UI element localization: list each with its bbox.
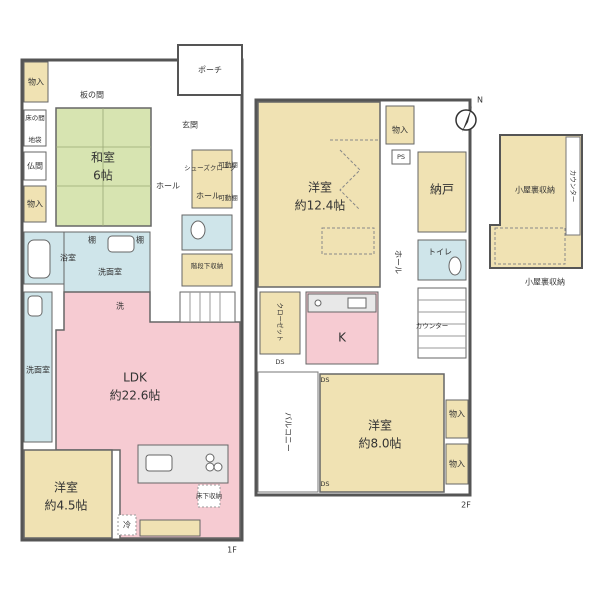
sink-2-icon (27, 295, 43, 317)
closet-2f (259, 291, 301, 355)
compass-north-label: N (477, 96, 483, 105)
western-room-4-5 (23, 449, 113, 539)
kitchen-sink-icon (145, 454, 173, 472)
label-jibukuro: 地袋 (29, 135, 43, 144)
label-western1-size: 約12.4帖 (295, 198, 346, 213)
ps-box (391, 149, 411, 165)
washitsu-room (55, 107, 152, 227)
label-balcony: バルコニー (284, 412, 293, 452)
floor2-plan: 洋室 約12.4帖 物入 PS 納戸 トイレ ホール クローゼット DS K カ… (254, 98, 472, 510)
label-ds-3: DS (320, 480, 329, 488)
attic-counter (565, 136, 581, 236)
floor1-label: 1F (227, 546, 237, 555)
label-itanoma: 板の間 (80, 90, 104, 100)
label-storage-2f-2: 物入 (449, 409, 465, 419)
label-floor-storage: 床下収納 (196, 491, 222, 500)
label-toilet-2f: トイレ (428, 248, 452, 257)
label-western-name: 洋室 (54, 480, 78, 495)
label-storage-2f-3: 物入 (449, 459, 465, 469)
label-storage-top-1f: 物入 (28, 77, 44, 87)
storage-top-2f (385, 105, 415, 145)
stairs-2f (417, 287, 467, 359)
label-kitchen-2f: K (338, 331, 347, 345)
butsuma-area (23, 151, 47, 181)
label-washitsu-name: 和室 (91, 150, 115, 165)
label-hall-2f: ホール (394, 250, 403, 274)
label-toko: 床の間 (25, 113, 45, 122)
label-washroom-1: 洗面室 (98, 267, 122, 277)
stairs-1f (179, 291, 236, 323)
compass-icon (455, 109, 477, 131)
balcony (257, 371, 319, 493)
cupboard (139, 519, 201, 537)
stair-storage (181, 253, 233, 287)
label-rei: 冷 (123, 520, 131, 530)
attic-storage (489, 134, 583, 269)
attic-caption: 小屋裏収納 (525, 277, 565, 287)
label-washitsu-size: 6帖 (93, 168, 113, 183)
porch-area (177, 44, 243, 96)
label-ldk-name: LDK (123, 371, 148, 385)
label-bath: 浴室 (60, 253, 76, 263)
toilet-1f (181, 214, 233, 251)
label-ds-1: DS (275, 358, 284, 366)
label-stair-storage: 階段下収納 (191, 261, 224, 270)
shoes-closet (191, 149, 233, 209)
label-storage-top-2f: 物入 (392, 125, 408, 135)
label-western2-name: 洋室 (368, 418, 392, 433)
fridge-space (117, 514, 137, 536)
toilet-2f-icon (448, 256, 462, 276)
bathtub-icon (27, 239, 51, 279)
label-ps: PS (397, 153, 405, 161)
floor1-plan: 物入 板の間 床の間 地袋 仏間 物入 和室 6帖 ポーチ 玄関 シューズクロー… (20, 44, 244, 555)
storage-2f-3 (445, 443, 469, 485)
washroom-2 (23, 291, 53, 443)
label-western-size: 約4.5帖 (44, 498, 87, 513)
western-room-8-0 (319, 373, 445, 493)
label-ldk-size: 約22.6帖 (110, 388, 161, 403)
label-attic-storage: 小屋裏収納 (515, 185, 555, 195)
label-storage-left: 物入 (27, 199, 43, 209)
label-western2-size: 約8.0帖 (358, 436, 401, 451)
western-room-12-4 (257, 101, 381, 288)
label-sen: 洗 (116, 301, 124, 311)
label-counter-2f: カウンター (416, 321, 449, 330)
label-hall-2: ホール (196, 192, 220, 201)
sink-icon (107, 235, 135, 253)
storage-left-1f (23, 185, 47, 223)
label-closet: クローゼット (276, 303, 285, 342)
label-shoes-closet: シューズクローク (184, 163, 236, 172)
label-washroom-2: 洗面室 (26, 365, 50, 375)
attic-plan: 小屋裏収納 カウンター 小屋裏収納 (489, 134, 583, 287)
label-nando: 納戸 (430, 183, 454, 197)
kitchen-2f-stove-icon (314, 299, 322, 307)
storage-2f-2 (445, 399, 469, 439)
floor2-label: 2F (461, 501, 471, 510)
kitchen-2f-sink-icon (347, 297, 367, 309)
label-kadou-tana-1: 可動棚 (218, 160, 238, 169)
label-tana-2: 棚 (136, 235, 144, 245)
label-genkan: 玄関 (182, 120, 198, 130)
nando-room (417, 151, 467, 233)
label-western1-name: 洋室 (308, 180, 332, 195)
label-kadou-tana-2: 可動棚 (218, 193, 238, 202)
compass: N (455, 96, 483, 132)
label-tana-1: 棚 (88, 235, 96, 245)
floor-storage-box (197, 484, 221, 508)
storage-top-1f (23, 61, 49, 103)
label-butsuma: 仏間 (27, 162, 43, 171)
stove-icon (205, 453, 215, 463)
toilet-bowl-icon (190, 220, 206, 240)
label-ds-2: DS (320, 376, 329, 384)
label-porch: ポーチ (198, 66, 222, 75)
label-hall-1: ホール (156, 182, 180, 191)
tokonoma (23, 109, 47, 147)
label-attic-counter: カウンター (569, 170, 578, 203)
